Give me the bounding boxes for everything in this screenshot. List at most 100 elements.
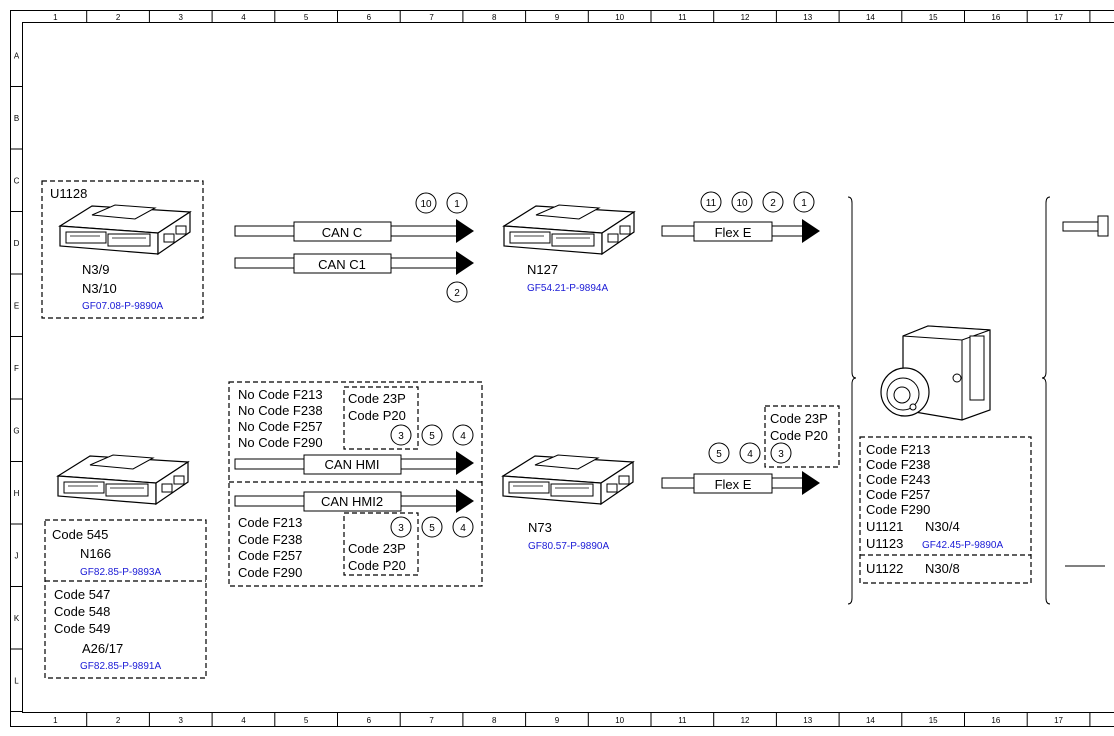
ruler-col-label: 8	[492, 716, 497, 725]
marker: 4	[747, 449, 753, 460]
hmi-code: Code F290	[238, 565, 302, 580]
module-n127: N127 GF54.21-P-9894A	[503, 204, 635, 294]
ruler-col-label: 15	[929, 13, 938, 22]
marker: 2	[770, 198, 776, 209]
ruler-row-label: L	[14, 676, 19, 685]
hmi-code: Code F257	[238, 548, 302, 563]
flex-code-box: Code 23P Code P20	[764, 405, 840, 468]
ruler-col-label: 6	[367, 13, 372, 22]
marker-group-flex-bottom: 5 4 3	[708, 442, 792, 464]
module-n73-ref: GF80.57-P-9890A	[528, 541, 609, 552]
marker: 3	[778, 449, 784, 460]
marker: 5	[429, 431, 435, 442]
hmi-code-p20: Code P20	[348, 558, 406, 573]
n166-code: Code 545	[52, 527, 108, 542]
flex-code-p20: Code P20	[770, 428, 828, 443]
module-n166-box: Code 545 N166 GF82.85-P-9893A Code 547 C…	[44, 519, 207, 679]
bus-can-c1: CAN C1	[234, 251, 474, 275]
ruler-col-label: 11	[678, 716, 687, 725]
ruler-col-label: 9	[555, 716, 560, 725]
brace-right	[1041, 196, 1051, 605]
ruler-row-label: F	[14, 364, 19, 373]
a26-ref: GF82.85-P-9891A	[80, 661, 161, 672]
esp-code: Code F290	[866, 502, 930, 517]
bus-can-c-label: CAN C	[322, 225, 362, 240]
marker: 2	[454, 288, 460, 299]
module-n127-ref: GF54.21-P-9894A	[527, 283, 608, 294]
ruler-col-label: 3	[179, 13, 184, 22]
drawing-frame	[10, 10, 1114, 727]
esp-code: Code F257	[866, 487, 930, 502]
module-n73-label: N73	[528, 520, 552, 535]
ruler-col-label: 2	[116, 716, 121, 725]
ruler-row-label: B	[14, 114, 19, 123]
hmi-code-23p: Code 23P	[348, 541, 406, 556]
marker: 10	[420, 199, 432, 210]
esp-code: Code F238	[866, 457, 930, 472]
ruler-col-label: 13	[803, 13, 812, 22]
ruler-col-label: 2	[116, 13, 121, 22]
marker-group-can-c1: 2	[446, 281, 468, 303]
marker-group-flex-top: 11 10 2 1	[700, 191, 815, 213]
ruler-col-label: 16	[991, 716, 1000, 725]
module-u1128-label2: N3/10	[82, 281, 117, 296]
ruler-col-label: 15	[929, 716, 938, 725]
ruler-col-label: 9	[555, 13, 560, 22]
marker: 3	[398, 523, 404, 534]
module-n73: N73 GF80.57-P-9890A	[502, 454, 634, 552]
brace-left	[847, 196, 857, 605]
ruler-col-label: 1	[53, 716, 58, 725]
ruler-col-label: 12	[741, 716, 750, 725]
esp-u1122: U1122	[866, 561, 903, 576]
ruler-col-label: 5	[304, 13, 309, 22]
esp-u1123: U1123	[866, 536, 903, 551]
bus-flex-e-bottom: Flex E	[661, 471, 820, 495]
ruler-row-label: C	[14, 176, 20, 185]
esp-n30-4: N30/4	[925, 519, 960, 534]
marker: 5	[716, 449, 722, 460]
ruler-col-label: 14	[866, 716, 875, 725]
hmi-code-p20: Code P20	[348, 408, 406, 423]
module-n166-illustration	[57, 454, 189, 505]
ruler-row-label: K	[14, 614, 20, 623]
ruler-col-label: 1	[53, 13, 58, 22]
ruler-col-label: 10	[615, 13, 624, 22]
ruler-col-label: 3	[179, 716, 184, 725]
bus-can-c1-label: CAN C1	[318, 257, 366, 272]
module-u1128-title: U1128	[50, 186, 87, 201]
ecu-icon	[59, 204, 191, 255]
a26-label: A26/17	[82, 641, 123, 656]
ruler-col-label: 10	[615, 716, 624, 725]
ruler-col-label: 6	[367, 716, 372, 725]
ruler-col-label: 5	[304, 716, 309, 725]
ecu-icon	[502, 454, 634, 505]
esp-ref: GF42.45-P-9890A	[922, 540, 1003, 551]
a26-code: Code 547	[54, 587, 110, 602]
marker-group-hmi-bottom: 3 5 4	[390, 516, 474, 538]
ruler-col-label: 7	[429, 13, 434, 22]
esp-code-box: Code F213 Code F238 Code F243 Code F257 …	[859, 436, 1032, 584]
ecu-icon	[57, 454, 189, 505]
esp-code: Code F243	[866, 472, 930, 487]
ruler-col-label: 11	[678, 13, 687, 22]
a26-code: Code 548	[54, 604, 110, 619]
module-u1128-label1: N3/9	[82, 262, 109, 277]
bus-flex-e-bottom-label: Flex E	[715, 477, 752, 492]
marker: 4	[460, 431, 466, 442]
marker: 11	[706, 198, 717, 209]
marker: 1	[454, 199, 460, 210]
ruler-row-label: A	[14, 51, 20, 60]
ruler-col-label: 16	[991, 13, 1000, 22]
module-u1128: U1128 N3/9 N3/10 GF07.08-P-9890A	[41, 180, 204, 319]
module-u1128-ref: GF07.08-P-9890A	[82, 301, 163, 312]
esp-code: Code F213	[866, 442, 930, 457]
hmi-code: Code F213	[238, 515, 302, 530]
hmi-no-code: No Code F290	[238, 435, 323, 450]
ruler-row-label: H	[14, 489, 20, 498]
bus-can-hmi2-label: CAN HMI2	[321, 494, 383, 509]
ruler-col-label: 8	[492, 13, 497, 22]
ruler-col-label: 12	[741, 13, 750, 22]
